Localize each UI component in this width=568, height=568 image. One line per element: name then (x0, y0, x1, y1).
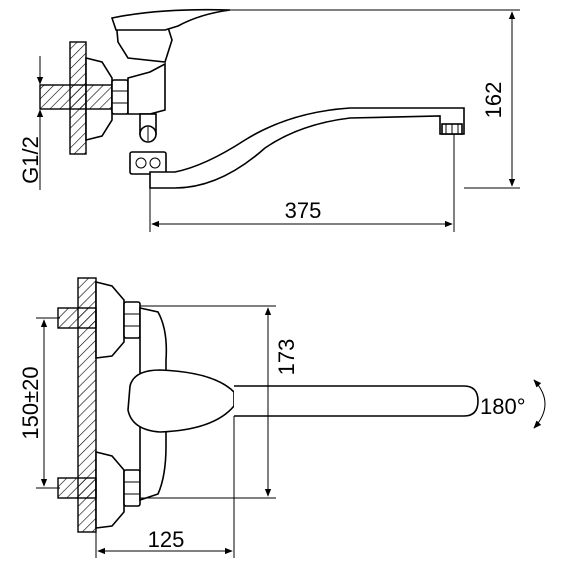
rotation-arc (533, 379, 546, 429)
side-eccentric (39, 84, 113, 110)
dim-center-distance: 150±20 (18, 366, 43, 439)
front-lever-handle (127, 369, 235, 433)
side-spout (149, 107, 465, 189)
front-lower-flange (95, 450, 125, 529)
dim-thread-size: G1/2 (18, 136, 43, 184)
dim-rotation: 180° (480, 394, 526, 419)
front-lower-nut (123, 469, 141, 507)
side-nut (111, 79, 129, 115)
front-upper-connector (57, 307, 97, 329)
dim-projection: 125 (148, 527, 185, 552)
front-lower-connector (57, 477, 97, 499)
front-spout (234, 385, 479, 417)
front-upper-flange (95, 280, 125, 359)
front-view: 173 150±20 125 180° (18, 277, 546, 558)
dim-front-height: 173 (274, 339, 299, 376)
side-view: 162 375 G1/2 (18, 8, 520, 232)
dim-side-height: 162 (481, 82, 506, 119)
side-lever-handle (110, 8, 231, 31)
side-valve-body (127, 62, 166, 115)
dim-side-length: 375 (285, 198, 322, 223)
side-lower-nut (129, 151, 167, 175)
front-wall-plate (77, 277, 97, 533)
front-upper-nut (123, 301, 141, 339)
